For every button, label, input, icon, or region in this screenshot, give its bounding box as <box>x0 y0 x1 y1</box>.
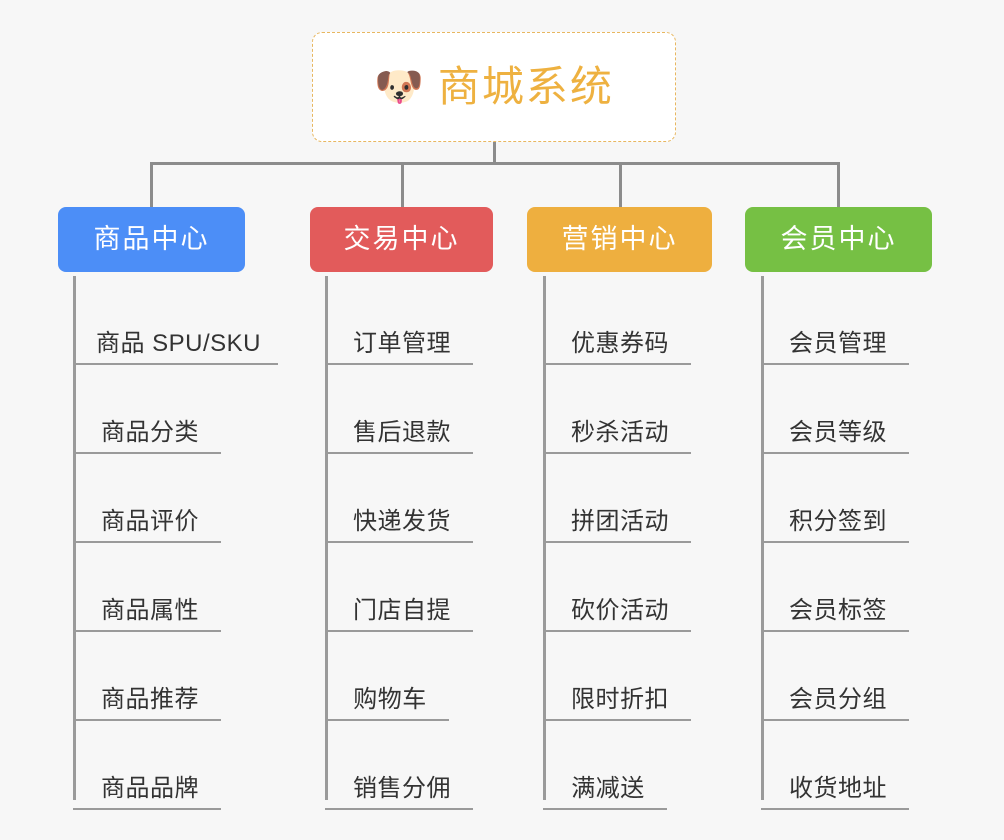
leaf-item-label: 优惠券码 <box>571 329 669 357</box>
leaf-item[interactable]: 会员标签 <box>761 543 909 632</box>
leaf-item-label: 订单管理 <box>353 329 451 357</box>
leaf-item-label: 销售分佣 <box>353 774 451 802</box>
leaf-item-label: 门店自提 <box>353 596 451 624</box>
leaf-item[interactable]: 售后退款 <box>325 365 473 454</box>
category-box-product-center[interactable]: 商品中心 <box>58 207 245 272</box>
leaf-item-label: 积分签到 <box>789 507 887 535</box>
leaf-item[interactable]: 拼团活动 <box>543 454 691 543</box>
category-box-trade-center[interactable]: 交易中心 <box>310 207 493 272</box>
leaf-item[interactable]: 会员管理 <box>761 276 909 365</box>
leaf-item-label: 商品推荐 <box>101 685 199 713</box>
leaf-spine <box>325 276 328 800</box>
root-node[interactable]: 🐶 商城系统 <box>312 32 676 142</box>
leaf-item[interactable]: 会员等级 <box>761 365 909 454</box>
leaf-item[interactable]: 商品推荐 <box>73 632 221 721</box>
connector-drop-product <box>150 162 153 208</box>
leaf-item-label: 拼团活动 <box>571 507 669 535</box>
leaf-item[interactable]: 商品分类 <box>73 365 221 454</box>
leaf-item[interactable]: 订单管理 <box>325 276 473 365</box>
category-box-member-center[interactable]: 会员中心 <box>745 207 932 272</box>
leaf-item-label: 会员管理 <box>789 329 887 357</box>
leaf-item[interactable]: 购物车 <box>325 632 449 721</box>
leaf-item-label: 商品评价 <box>101 507 199 535</box>
leaf-item[interactable]: 快递发货 <box>325 454 473 543</box>
leaf-item-label: 商品 SPU/SKU <box>95 329 262 357</box>
leaf-item-label: 快递发货 <box>353 507 451 535</box>
connector-drop-trade <box>401 162 404 208</box>
leaf-item-label: 商品品牌 <box>101 774 199 802</box>
leaf-item-label: 会员等级 <box>789 418 887 446</box>
leaf-item[interactable]: 优惠券码 <box>543 276 691 365</box>
leaf-spine <box>761 276 764 800</box>
leaf-item-label: 会员分组 <box>789 685 887 713</box>
leaf-item-label: 商品属性 <box>101 596 199 624</box>
leaf-item[interactable]: 商品评价 <box>73 454 221 543</box>
leaf-item[interactable]: 收货地址 <box>761 721 909 810</box>
leaf-item-label: 限时折扣 <box>571 685 669 713</box>
leaf-item-label: 秒杀活动 <box>571 418 669 446</box>
connector-horizontal-bus <box>150 162 840 165</box>
leaf-item[interactable]: 商品属性 <box>73 543 221 632</box>
leaf-item[interactable]: 商品品牌 <box>73 721 221 810</box>
leaf-spine <box>73 276 76 800</box>
leaf-item[interactable]: 秒杀活动 <box>543 365 691 454</box>
dog-face-icon: 🐶 <box>374 65 424 109</box>
category-label: 交易中心 <box>343 224 460 254</box>
leaf-item-label: 购物车 <box>353 685 427 713</box>
leaf-item[interactable]: 积分签到 <box>761 454 909 543</box>
leaf-item[interactable]: 门店自提 <box>325 543 473 632</box>
category-label: 商品中心 <box>93 224 210 254</box>
leaf-item-label: 售后退款 <box>353 418 451 446</box>
root-title: 商城系统 <box>437 63 614 110</box>
category-label: 会员中心 <box>780 224 897 254</box>
leaf-item-label: 会员标签 <box>789 596 887 624</box>
connector-root-stem <box>493 142 496 164</box>
leaf-item[interactable]: 商品 SPU/SKU <box>73 276 278 365</box>
leaf-spine <box>543 276 546 800</box>
category-box-marketing-center[interactable]: 营销中心 <box>527 207 712 272</box>
leaf-item[interactable]: 限时折扣 <box>543 632 691 721</box>
leaf-item-label: 商品分类 <box>101 418 199 446</box>
leaf-item[interactable]: 会员分组 <box>761 632 909 721</box>
leaf-item[interactable]: 砍价活动 <box>543 543 691 632</box>
leaf-item[interactable]: 满减送 <box>543 721 667 810</box>
connector-drop-marketing <box>619 162 622 208</box>
leaf-item-label: 满减送 <box>571 774 645 802</box>
leaf-item-label: 收货地址 <box>789 774 887 802</box>
category-label: 营销中心 <box>561 224 678 254</box>
connector-drop-member <box>837 162 840 208</box>
leaf-item-label: 砍价活动 <box>571 596 669 624</box>
leaf-item[interactable]: 销售分佣 <box>325 721 473 810</box>
